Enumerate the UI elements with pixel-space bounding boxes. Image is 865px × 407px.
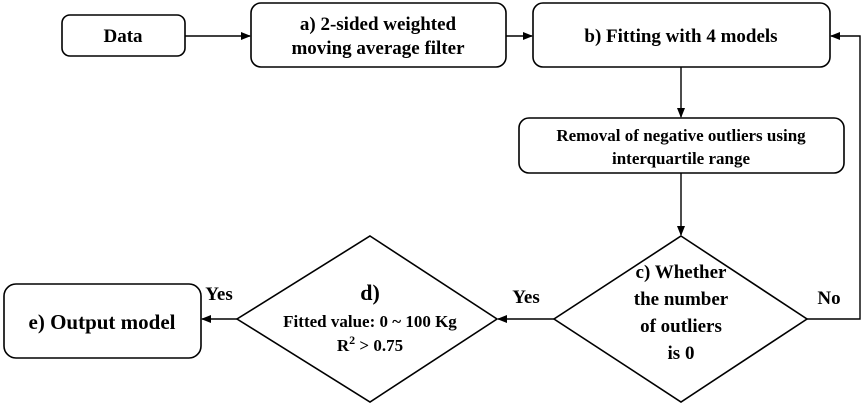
node-output-label: e) Output model bbox=[29, 310, 176, 334]
edge-label-d-yes: Yes bbox=[205, 284, 232, 305]
node-decision-c-line2: the number bbox=[634, 289, 729, 310]
node-decision-c-line1: c) Whether bbox=[636, 262, 727, 283]
edge-label-c-no: No bbox=[817, 288, 840, 309]
r-squared-base: R bbox=[337, 336, 350, 355]
node-removal-line2: interquartile range bbox=[612, 149, 750, 168]
node-fitting: b) Fitting with 4 models bbox=[532, 2, 831, 68]
node-decision-c-line4: is 0 bbox=[668, 343, 695, 364]
r-squared-sup: 2 bbox=[349, 333, 355, 347]
node-filter: a) 2-sided weighted moving average filte… bbox=[250, 2, 507, 68]
node-filter-line2: moving average filter bbox=[291, 38, 465, 59]
node-fitting-label: b) Fitting with 4 models bbox=[584, 26, 777, 47]
node-removal-line1: Removal of negative outliers using bbox=[556, 126, 806, 145]
node-decision-d-title: d) bbox=[360, 280, 380, 305]
edge-label-c-yes: Yes bbox=[512, 287, 539, 308]
node-filter-line1: a) 2-sided weighted bbox=[300, 14, 457, 35]
node-decision-d-line1: Fitted value: 0 ~ 100 Kg bbox=[283, 312, 457, 331]
node-decision-d: d) Fitted value: 0 ~ 100 Kg R2 > 0.75 bbox=[235, 235, 499, 403]
node-decision-c: c) Whether the number of outliers is 0 bbox=[552, 235, 809, 403]
node-output: e) Output model bbox=[3, 283, 202, 359]
r-squared-rest: > 0.75 bbox=[355, 336, 403, 355]
node-data: Data bbox=[61, 14, 186, 57]
node-decision-d-line2: R2 > 0.75 bbox=[337, 333, 403, 355]
node-decision-c-line3: of outliers bbox=[640, 316, 722, 337]
node-removal: Removal of negative outliers using inter… bbox=[518, 117, 845, 174]
node-data-label: Data bbox=[103, 26, 143, 47]
edge-decision-c-no-loop bbox=[807, 32, 861, 320]
